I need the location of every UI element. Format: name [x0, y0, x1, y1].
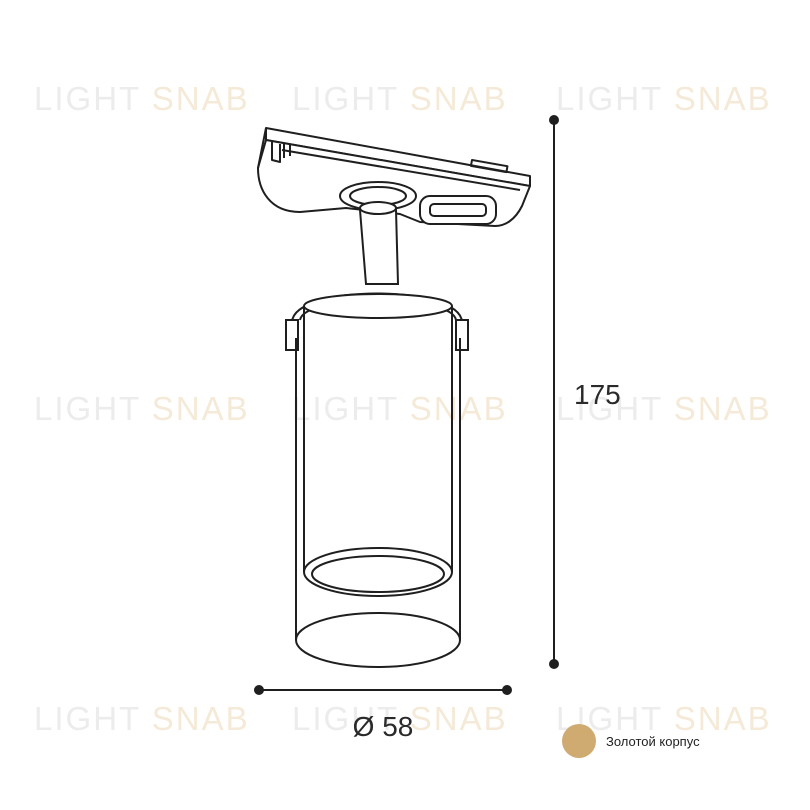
width-dimension: Ø 58 — [254, 685, 512, 742]
height-dim-top-dot — [549, 115, 559, 125]
watermark-text: LIGHT SNAB — [292, 80, 508, 117]
color-legend: Золотой корпус — [562, 724, 700, 758]
lamp-cylinder — [295, 293, 461, 668]
width-dim-left-dot — [254, 685, 264, 695]
gold-color-swatch — [562, 724, 596, 758]
height-dimension: 175 — [549, 115, 621, 669]
stem — [358, 201, 400, 285]
height-dim-bottom-dot — [549, 659, 559, 669]
watermark-text: LIGHT SNAB — [556, 80, 772, 117]
width-label: Ø 58 — [353, 711, 414, 742]
watermark-text: LIGHT SNAB — [292, 700, 508, 737]
watermark-text: LIGHT SNAB — [292, 390, 508, 427]
track-adapter — [257, 127, 531, 227]
height-label: 175 — [574, 379, 621, 410]
watermark-text: LIGHT SNAB — [34, 700, 250, 737]
watermark-text: LIGHT SNAB — [556, 700, 772, 737]
legend-label: Золотой корпус — [606, 733, 700, 749]
watermark-text: LIGHT SNAB — [34, 390, 250, 427]
width-dim-right-dot — [502, 685, 512, 695]
watermark-text: LIGHT SNAB — [34, 80, 250, 117]
watermark-text: LIGHT SNAB — [556, 390, 772, 427]
watermark-layer: LIGHT SNAB LIGHT SNAB LIGHT SNAB LIGHT SNAB… — [34, 80, 772, 737]
